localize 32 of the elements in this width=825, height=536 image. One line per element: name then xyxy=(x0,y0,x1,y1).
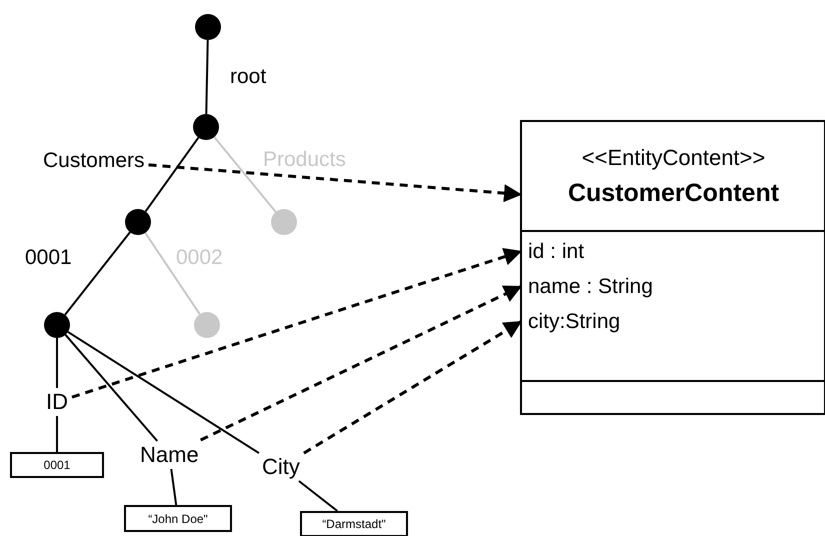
node-label: City xyxy=(262,456,300,478)
tree-node-circle xyxy=(195,14,221,40)
connector-line xyxy=(298,480,338,512)
tree-node-circle xyxy=(125,209,151,235)
connector-line xyxy=(64,334,158,442)
connector-line xyxy=(213,136,277,213)
class-box xyxy=(520,120,825,415)
connector-line xyxy=(205,40,209,114)
class-attribute: city:String xyxy=(522,306,825,336)
class-attribute: id : int xyxy=(522,236,825,266)
connector-line xyxy=(144,136,200,212)
node-label: Name xyxy=(140,444,199,466)
tree-node-circle xyxy=(193,114,219,140)
dashed-arrow xyxy=(72,248,522,399)
stereotype-text: <<EntityContent>> xyxy=(582,144,766,170)
tree-node-circle xyxy=(44,312,70,338)
tree-node-circle xyxy=(271,209,297,235)
node-label: ID xyxy=(46,391,68,413)
connector-line xyxy=(56,416,58,452)
connector-line xyxy=(64,232,131,316)
class-attribute: name : String xyxy=(522,271,825,301)
connector-line xyxy=(170,468,178,506)
node-label: Customers xyxy=(43,150,145,171)
class-name: CustomerContent xyxy=(568,178,780,208)
connector-line xyxy=(56,338,58,388)
dashed-arrow xyxy=(148,163,522,202)
value-box: 0001 xyxy=(10,452,104,478)
value-box: “John Doe" xyxy=(124,505,232,532)
value-box: “Darmstadt" xyxy=(300,511,408,536)
tree-node-circle xyxy=(194,312,220,338)
connector-line xyxy=(67,331,260,454)
connector-line xyxy=(144,232,201,315)
